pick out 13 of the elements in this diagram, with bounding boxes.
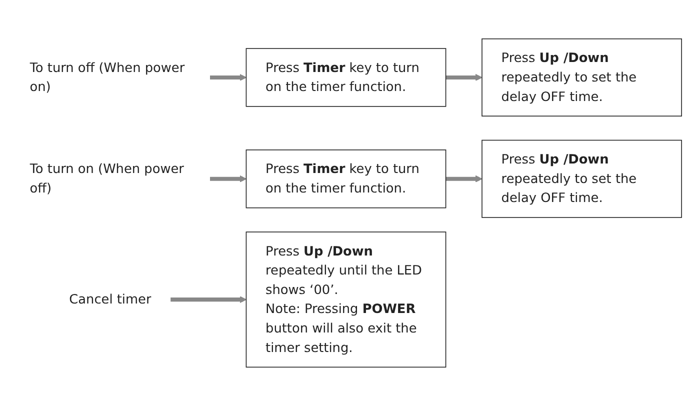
- step-box: Press Timer key to turn on the timer function.: [246, 149, 446, 208]
- arrow: [446, 74, 482, 81]
- step-box: Press Timer key to turn on the timer function.: [246, 48, 446, 107]
- step-box: Press Up /Down repeatedly until the LED shows ‘00’. Note: Pressing POWER button will also exit the timer setting.: [246, 232, 446, 368]
- arrow: [210, 175, 247, 182]
- arrow: [446, 175, 482, 182]
- arrow: [210, 74, 247, 81]
- arrow: [170, 296, 247, 304]
- condition-text: To turn on (When power off): [30, 161, 184, 196]
- step-box: Press Up /Down repeatedly to set the delay OFF time.: [482, 140, 682, 218]
- condition-text: To turn off (When power on): [30, 60, 185, 94]
- condition-text: Cancel timer: [69, 292, 152, 307]
- step-box: Press Up /Down repeatedly to set the delay OFF time.: [482, 38, 682, 116]
